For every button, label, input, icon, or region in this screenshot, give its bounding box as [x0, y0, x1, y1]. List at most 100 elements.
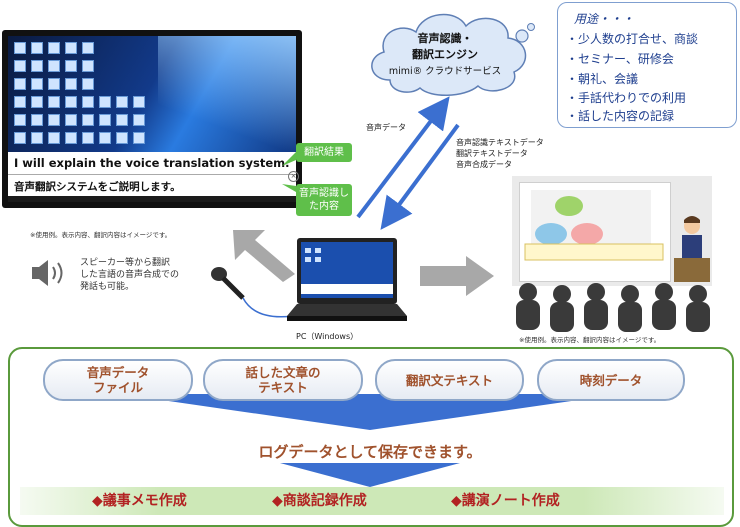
- desktop-icon[interactable]: [116, 96, 128, 108]
- pill-line: 音声データ: [86, 365, 150, 380]
- desktop-icon[interactable]: [48, 60, 60, 72]
- desktop-icon[interactable]: [48, 96, 60, 108]
- usage-title: 用途・・・: [574, 12, 635, 26]
- seminar-note: ※使用例。表示内容、翻訳内容はイメージです。: [519, 336, 661, 344]
- pill-line: 時刻データ: [579, 372, 643, 388]
- subtitle-japanese: 音声翻訳システムをご説明します。: [14, 181, 181, 193]
- desktop-icon[interactable]: [82, 132, 94, 144]
- speaker-icon: [32, 260, 63, 286]
- desktop-icon[interactable]: [48, 132, 60, 144]
- output-business-record: ◆商談記録作成: [272, 493, 367, 509]
- desktop-icon[interactable]: [99, 96, 111, 108]
- desktop-icon[interactable]: [99, 132, 111, 144]
- speaker-note: スピーカー等から翻訳 した言語の音声合成での 発話も可能。: [80, 257, 179, 293]
- label-synthesis-data: 音声合成データ: [456, 160, 512, 169]
- desktop-icon[interactable]: [133, 132, 145, 144]
- desktop-icon[interactable]: [116, 132, 128, 144]
- pill-time-data: 時刻データ: [537, 359, 685, 401]
- desktop-icon[interactable]: [31, 114, 43, 126]
- arrow-down-to-pc: [380, 123, 460, 230]
- laptop-icon: [287, 238, 407, 321]
- callout-pointers: [282, 152, 296, 192]
- label-recognized-content: 音声認識した内容: [296, 184, 352, 216]
- cloud-title-2: 翻訳エンジン: [412, 48, 478, 61]
- pill-line: テキスト: [258, 380, 308, 395]
- windows-logo-light: [158, 36, 296, 156]
- desktop-icon[interactable]: [65, 42, 77, 54]
- output-meeting-memo: ◆議事メモ作成: [92, 493, 187, 509]
- desktop-icon[interactable]: [82, 78, 94, 90]
- speaker-note-line: 発話も可能。: [80, 282, 135, 292]
- desktop-icon[interactable]: [48, 78, 60, 90]
- desktop-icon[interactable]: [99, 114, 111, 126]
- label-translation-result: 翻訳結果: [296, 143, 352, 162]
- presentation-graphics: [524, 190, 664, 261]
- desktop-icon[interactable]: [82, 96, 94, 108]
- label-recognition-text: 音声認識テキストデータ: [456, 138, 544, 147]
- desktop-icon[interactable]: [65, 132, 77, 144]
- log-save-text: ログデータとして保存できます。: [258, 443, 482, 461]
- usage-item: ・朝礼、会議: [566, 72, 639, 86]
- desktop-icon[interactable]: [48, 42, 60, 54]
- cloud-service-name: mimi® クラウドサービス: [388, 66, 502, 77]
- pill-line: ファイル: [92, 380, 143, 395]
- pill-audio-file: 音声データファイル: [43, 359, 193, 401]
- desktop-icon[interactable]: [14, 78, 26, 90]
- subtitle-divider: [8, 174, 296, 175]
- speaker-note-line: スピーカー等から翻訳: [80, 258, 171, 268]
- desktop-icon[interactable]: [82, 114, 94, 126]
- subtitle-english: I will explain the voice translation sys…: [14, 156, 290, 170]
- presenter-icon: [674, 216, 710, 282]
- desktop-icon[interactable]: [65, 96, 77, 108]
- output-band: [20, 487, 724, 515]
- desktop-icon[interactable]: [31, 60, 43, 72]
- desktop-icon[interactable]: [31, 96, 43, 108]
- cloud-shape: [371, 13, 535, 96]
- arrow-up-to-cloud: [356, 96, 450, 219]
- funnel-arrow: [120, 394, 620, 430]
- microphone-icon: [211, 267, 306, 318]
- desktop-icon[interactable]: [116, 114, 128, 126]
- pc-label: PC（Windows）: [296, 332, 359, 341]
- usage-item: ・手話代わりでの利用: [566, 91, 687, 105]
- data-flow-arrows: [356, 96, 460, 230]
- down-arrow: [280, 463, 460, 487]
- desktop-icon[interactable]: [14, 42, 26, 54]
- monitor-note: ※使用例。表示内容、翻訳内容はイメージです。: [30, 231, 172, 239]
- audience-icon: [516, 283, 710, 332]
- desktop-icon[interactable]: [133, 96, 145, 108]
- usage-item: ・少人数の打合せ、商談: [566, 32, 699, 46]
- desktop-icon[interactable]: [14, 132, 26, 144]
- desktop-icon[interactable]: [48, 114, 60, 126]
- output-lecture-notes: ◆講演ノート作成: [451, 493, 560, 509]
- desktop-icon[interactable]: [133, 114, 145, 126]
- gray-arrow-to-monitor: [233, 230, 295, 282]
- pill-line: 翻訳文テキスト: [405, 372, 494, 388]
- desktop-icon[interactable]: [65, 78, 77, 90]
- pill-translation-text: 翻訳文テキスト: [375, 359, 524, 401]
- desktop-icon[interactable]: [82, 42, 94, 54]
- close-icon[interactable]: ×: [288, 171, 299, 182]
- callout-pointer-recognized: [282, 184, 296, 192]
- callout-pointer-translation: [282, 152, 296, 166]
- desktop-icon[interactable]: [65, 60, 77, 72]
- speaker-note-line: した言語の音声合成での: [80, 270, 180, 280]
- usage-item: ・セミナー、研修会: [566, 52, 674, 66]
- usage-item: ・話した内容の記録: [566, 109, 675, 123]
- pill-line: 話した文章の: [245, 365, 321, 380]
- desktop-icon[interactable]: [65, 114, 77, 126]
- usage-box: [557, 2, 737, 128]
- taskbar: [8, 196, 296, 202]
- pill-spoken-text: 話した文章のテキスト: [203, 359, 363, 401]
- desktop-icon[interactable]: [31, 78, 43, 90]
- desktop-icon[interactable]: [31, 132, 43, 144]
- cloud-title-1: 音声認識・: [417, 32, 473, 45]
- desktop-icon[interactable]: [14, 60, 26, 72]
- desktop-icon[interactable]: [82, 60, 94, 72]
- desktop-icon[interactable]: [31, 42, 43, 54]
- desktop-icon[interactable]: [14, 96, 26, 108]
- gray-arrow-to-seminar: [420, 256, 494, 296]
- desktop-icon[interactable]: [14, 114, 26, 126]
- label-translation-text: 翻訳テキストデータ: [456, 149, 528, 158]
- label-audio-data: 音声データ: [366, 123, 406, 132]
